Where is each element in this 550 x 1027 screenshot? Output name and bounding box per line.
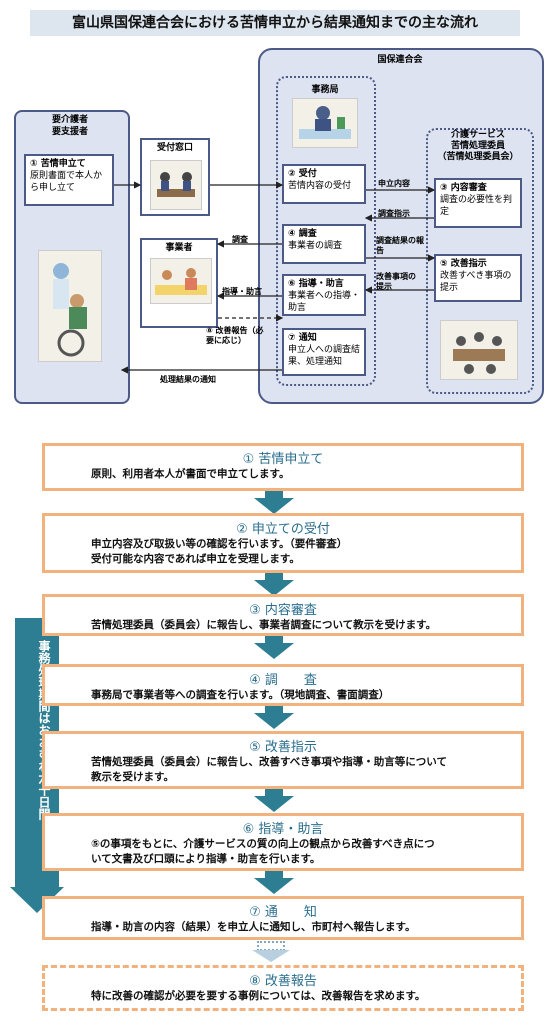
flow-arrow [254, 796, 294, 812]
step1-box: ① 苦情申立て原則書面で本人から申し立て [24, 154, 114, 206]
diagram-arrows [114, 181, 436, 374]
arrow-label-chousa-kekka: 調査結果の報告 [376, 236, 424, 255]
caregiver-illustration [150, 258, 212, 304]
flow-arrow [254, 498, 294, 514]
page-title: 富山県国保連合会における苦情申立から結果通知までの主な流れ [30, 10, 520, 36]
arrow-label-kaizen-houkoku: ⑧ 改善報告（必要に応じ） [206, 326, 264, 345]
office-worker-illustration [292, 98, 358, 148]
step-2: ② 申立ての受付 申立内容及び取扱い等の確認を行います。（要件審査） 受付可能な… [42, 513, 524, 573]
applicant-label: 要介護者要支援者 [51, 115, 88, 137]
step-7: ⑦ 通 知 指導・助言の内容（結果）を申立人に通知し、市町村へ報告します。 [42, 896, 524, 940]
step7-box: ⑦ 通知申立人への調査結果、処理通知 [282, 328, 366, 376]
step-6: ⑥ 指導・助言 ⑤の事項をもとに、介護サービスの質の向上の観点から改善すべき点に… [42, 813, 524, 871]
arrow-label-kekka-tsuuchi: 処理結果の通知 [160, 375, 216, 384]
flow-arrow [254, 713, 294, 729]
office-worker-icon [299, 106, 351, 139]
committee-label: 介護サービス苦情処理委員（苦情処理委員会） [437, 130, 519, 162]
reception-icon [157, 172, 195, 197]
wheelchair-icon [53, 263, 87, 357]
step-5: ⑤ 改善指示 苦情処理委員（委員会）に報告し、改善すべき事項や指導・助言等につい… [42, 731, 524, 789]
step4-box: ④ 調査事業者の調査 [282, 224, 366, 264]
kokuho-label: 国保連合会 [377, 55, 423, 65]
flow-arrow [254, 580, 294, 596]
step6-box: ⑥ 指導・助言事業者への指導・助言 [282, 274, 366, 316]
care-scene-icon [155, 268, 207, 295]
wheelchair-illustration [38, 250, 102, 362]
arrow-label-moushitate: 申立内容 [378, 179, 410, 188]
flow-arrow-dotted [252, 950, 290, 962]
step5-box: ⑤ 改善指示改善すべき事項の提示 [434, 254, 522, 302]
reception-illustration [150, 160, 202, 210]
flow-arrow [254, 643, 294, 659]
jimukyoku-label: 事務局 [311, 85, 339, 95]
arrow-label-chousa: 調査 [232, 235, 248, 244]
step2-box: ② 受付苦情内容の受付 [282, 164, 366, 204]
step-3: ③ 内容審査 苦情処理委員（委員会）に報告し、事業者調査について教示を受けます。 [42, 594, 524, 636]
step3-box: ③ 内容審査調査の必要性を判定 [434, 178, 522, 228]
step-1: ① 苦情申立て 原則、利用者本人が書面で申立てします。 [42, 443, 524, 491]
jimukyoku-area [276, 76, 376, 386]
flow-arrow [254, 878, 294, 894]
arrow-label-kaizen-jikou: 改善事項の提示 [376, 272, 416, 291]
arrow-label-shidou: 指導・助言 [222, 287, 262, 296]
step-4: ④ 調 査 事務局で事業者等への調査を行います。（現地調査、書面調査） [42, 664, 524, 706]
arrow-label-chousa-shiji: 調査指示 [378, 209, 410, 218]
meeting-icon [453, 332, 505, 374]
committee-area [426, 128, 534, 394]
committee-meeting-illustration [440, 320, 518, 380]
step-8: ⑧ 改善報告 特に改善の確認が必要を要する事例については、改善報告を求めます。 [42, 965, 524, 1011]
